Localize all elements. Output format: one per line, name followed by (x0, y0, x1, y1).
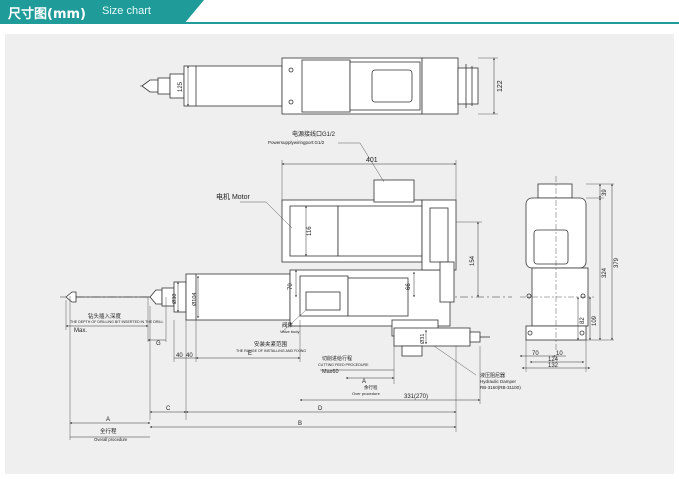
dim-d31: Ø31 (420, 334, 426, 344)
dim-a-small: A (362, 379, 366, 385)
total-travel-label-cn: 全行程 (100, 427, 117, 435)
side-view (60, 142, 512, 440)
total-travel-label-en: Overall procedure (94, 437, 128, 442)
dim-10: 10 (556, 351, 563, 357)
dim-40-b: 40 (186, 353, 193, 359)
dim-82: 82 (580, 317, 586, 324)
dim-132: 132 (548, 363, 559, 369)
mount-range-label-en: THE RANGE OF INSTALLING AND FIXING (236, 349, 306, 353)
rapid-label-en: Over procedure (352, 391, 381, 396)
drill-depth-label-cn: 钻头插入深度 (88, 312, 122, 320)
power-port-label-en: Powersupplywiringport:G1/2 (268, 140, 325, 145)
dim-70: 70 (288, 283, 294, 290)
dim-122: 122 (497, 80, 504, 92)
cut-feed-label-cn: 切削进给行程 (322, 355, 352, 362)
drill-max-label: Max. (74, 328, 87, 334)
power-port-label-cn: 电源接线口G1/2 (292, 130, 336, 138)
header-title-en: Size chart (102, 5, 151, 17)
dim-39: 39 (602, 189, 608, 196)
dim-116: 116 (307, 226, 313, 236)
dim-40-a: 40 (176, 353, 183, 359)
dim-124: 124 (548, 357, 559, 363)
dim-125: 125 (178, 81, 184, 92)
dim-b: B (298, 421, 302, 427)
valve-body-label-en: Valve body (280, 329, 300, 334)
dim-324: 324 (602, 267, 608, 278)
dim-379: 379 (614, 257, 620, 268)
dim-a: A (106, 417, 110, 423)
dim-d104: Ø104 (192, 293, 198, 306)
dim-d30: Ø30 (172, 294, 178, 304)
header-banner (0, 0, 204, 22)
header: 尺寸图(mm) Size chart (0, 0, 679, 24)
motor-label: 电机 Motor (216, 192, 251, 201)
header-rule (0, 22, 679, 24)
header-title-cn: 尺寸图(mm) (8, 7, 86, 22)
drill-depth-label-en: THE DEPTH OF DRILLING BIT INSERTED IN TH… (70, 320, 163, 324)
dim-g: G (156, 341, 161, 347)
dim-70-end: 70 (532, 351, 539, 357)
dim-401: 401 (366, 157, 378, 164)
damper-label-cn: 液压阻尼器 (480, 372, 505, 379)
damper-model-label: RB-3160(RB-31100) (480, 385, 521, 390)
rapid-label-cn: 余行程 (364, 384, 378, 391)
end-view (519, 176, 614, 372)
mount-range-label-cn: 安装夹紧范围 (254, 340, 288, 348)
dim-c: C (166, 406, 171, 412)
dim-109: 109 (592, 315, 598, 326)
dim-66: 66 (406, 283, 412, 290)
valve-body-label-cn: 阀体 (282, 321, 294, 329)
top-view (140, 57, 498, 115)
cut-feed-label-en: CUTTING FEED PROCEDURE (318, 363, 369, 367)
dim-e: E (248, 351, 252, 357)
dim-d: D (318, 406, 323, 412)
damper-label-en: Hydraulic Damper (480, 379, 517, 384)
dim-331: 331(270) (404, 394, 428, 400)
dim-154: 154 (470, 255, 476, 266)
max60-label: Max60 (322, 369, 339, 375)
